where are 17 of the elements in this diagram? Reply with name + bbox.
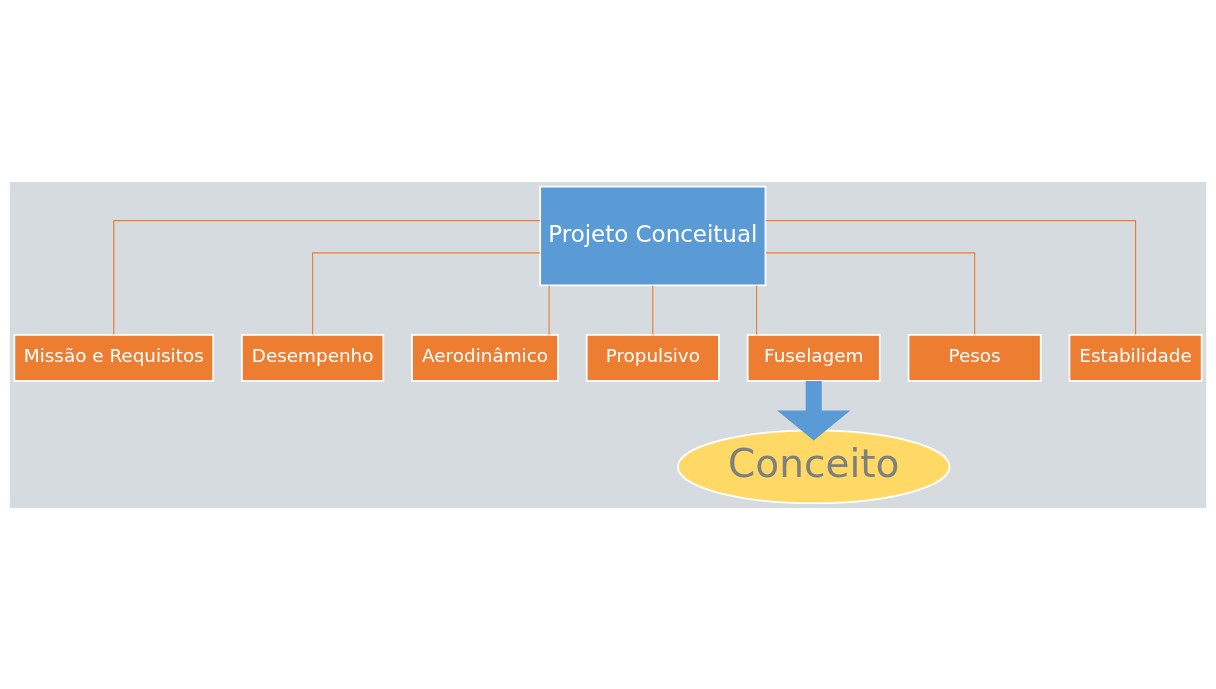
arrow [777,380,851,440]
node-box: Propulsivo [585,333,720,382]
connector [312,251,541,335]
node-box: Estabilidade [1068,333,1203,382]
connector [765,219,1137,335]
connector [652,284,654,335]
node-box: Fuselagem [746,333,881,382]
node-box: Desempenho [241,333,385,382]
node-box: Missão e Requisitos [13,333,215,382]
node-box: Projeto Conceitual [539,185,767,286]
connector [548,284,550,335]
connector [755,284,758,335]
connector [113,219,541,335]
node-box: Pesos [907,333,1042,382]
connector [765,251,976,335]
node-ellipse: Conceito [677,429,951,504]
node-box: Aerodinâmico [411,333,559,382]
